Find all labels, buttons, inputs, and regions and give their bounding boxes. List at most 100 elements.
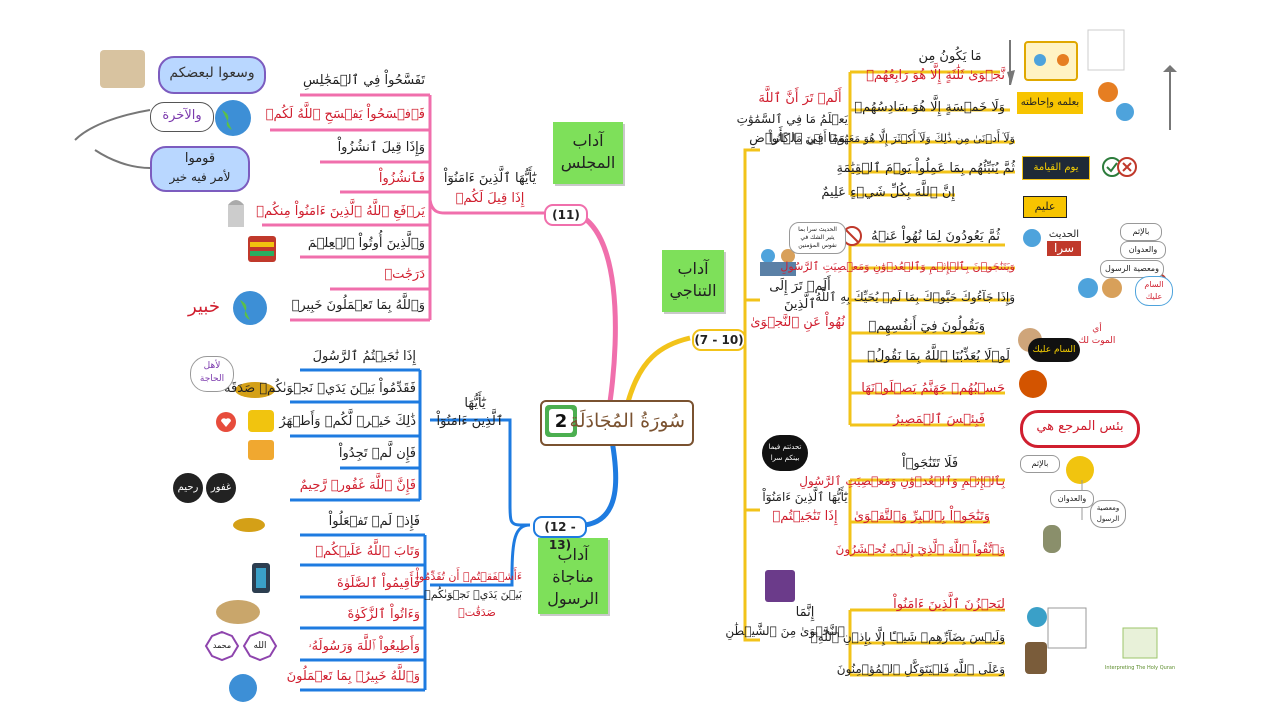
tanaji-g4-trigger-2: ٱلنَّجۡوَىٰ مِنَ ٱلشَّيۡطَٰنِ — [725, 624, 845, 638]
masiya-2-line2: الرسول — [1096, 515, 1120, 523]
g2-leaf-lines — [850, 243, 1015, 427]
hadith-sirr-line3: نفوس المؤمنين — [798, 242, 837, 249]
tanaji-g2-leaf-1: وَيَتَنَٰجَوۡنَ بِٱلۡإِثۡمِ وَٱلۡعُدۡوَٰ… — [780, 260, 1015, 273]
range-tanaji: (7 - 10) — [692, 329, 746, 351]
majlis-trigger-1: يَٰٓأَيُّهَا ٱلَّذِينَ ءَامَنُوٓاْ — [443, 171, 537, 186]
range-rasul: (12 - 13) — [533, 516, 587, 552]
rasul-upper-leaf-0: إِذَا نَٰجَيۡتُمُ ٱلرَّسُولَ — [312, 349, 416, 364]
mawt-tag: أي الموت لك — [1075, 323, 1119, 347]
site-logo-icon — [1122, 627, 1158, 659]
ahl-haja-line1: لأهل — [203, 361, 221, 371]
tanaji-g2-trigger-3: نُهُواْ عَنِ ٱلنَّجۡوَىٰ — [750, 315, 845, 330]
allah-star-icon — [242, 630, 278, 662]
tanaji-g1-leaf-3: ثُمَّ يُنَبِّئُهُم بِمَا عَمِلُواْ يَوۡم… — [836, 161, 1015, 176]
tanaji-upper-stem — [740, 148, 760, 340]
left-arrow-2 — [94, 149, 151, 169]
alaykum-label: عليك — [1145, 292, 1163, 301]
center-number: 2 — [549, 409, 573, 433]
rasul-upper-leaf-2: ذَٰلِكَ خَيۡرٞ لَّكُمۡ وَأَطۡهَرُ — [279, 414, 416, 429]
sad-person-icon — [765, 570, 795, 602]
tanaji-g2-leaf-6: فَبِئۡسَ ٱلۡمَصِيرُ — [893, 412, 985, 427]
ghafoor-badge — [206, 473, 236, 503]
hadith-sirr-line1: الحديث سرا بما — [798, 226, 837, 233]
books-icon — [248, 236, 276, 262]
note-majlis-label: آداب المجلس — [560, 131, 616, 172]
masiya-2-line1: ومعصية — [1096, 504, 1120, 512]
tanaji-g1-leaf-1: وَلَا خَمۡسَةٍ إِلَّا هُوَ سَادِسُهُمۡ — [854, 100, 1005, 115]
bubble-bil-ithm-2: بالإثم — [1020, 455, 1060, 473]
sirr-line2: سرا — [1047, 241, 1081, 256]
rasul-lower-trigger-2: بَيۡنَ يَدَيۡ نَجۡوَىٰكُمۡ — [424, 588, 522, 601]
tanaji-g2-trigger-1: أَلَمۡ تَرَ إِلَى — [769, 279, 831, 294]
majlis-leaf-0: تَفَسَّحُواْ فِي ٱلۡمَجَٰلِسِ — [303, 73, 425, 88]
globe-icon-2 — [233, 291, 267, 325]
people-table-icon — [100, 50, 145, 88]
bubble-assam: السام عليك — [1135, 276, 1173, 306]
money-bags-icon — [216, 600, 260, 624]
bisal-marji-label: بئس المرجع هي — [1036, 419, 1124, 434]
udwan-label: والعدوان — [1128, 245, 1158, 254]
left-arrow-1 — [74, 109, 151, 141]
rasul-upper-trigger-1: يَٰٓأَيُّهَا — [464, 396, 486, 411]
tanaji-g3-trigger-1: يَٰٓأَيُّهَا ٱلَّذِينَ ءَامَنُوٓاْ — [762, 490, 848, 504]
rasul-lower-leaf-4: وَأَطِيعُواْ ٱللَّهَ وَرَسُولَهُۥ — [308, 639, 420, 654]
tanaji-g1-head: مَا يَكُونُ مِن — [918, 49, 982, 64]
tanaji-g2-leaf-4: لَوۡلَا يُعَذِّبُنَا ٱللَّهُ بِمَا نَقُو… — [867, 349, 1010, 364]
tanaji-g1-leaf-0: نَّجۡوَىٰ ثَلَٰثَةٍ إِلَّا هُوَ رَابِعُه… — [866, 68, 1005, 83]
rasul-lower-leaf-0: فَإِذۡ لَمۡ تَفۡعَلُواْ — [328, 514, 420, 529]
tanaji-g3-trigger-2: إِذَا تَنَٰجَيۡتُمۡ — [772, 509, 838, 524]
ghafoor-label: غفور — [210, 482, 232, 493]
tanaji-lower-stem — [743, 338, 760, 642]
eye-icon — [1027, 607, 1047, 627]
bubble-masiya-2: ومعصية الرسول — [1090, 500, 1126, 528]
g1-leaf-lines — [850, 70, 1015, 197]
assam-alaykum-label: السام عليك — [1032, 345, 1076, 355]
bubble-wassi: وسعوا لبعضكم — [158, 56, 266, 94]
majlis-leaf-4: يَرۡفَعِ ٱللَّهُ ٱلَّذِينَ ءَامَنُواْ مِ… — [256, 204, 425, 219]
center-title: سُورَةُ المُجَادَلَة — [569, 410, 685, 432]
rasul-lower-trigger-3: صَدَقَٰتٖ — [458, 606, 496, 619]
tanaji-g2-leaf-3: وَيَقُولُونَ فِيٓ أَنفُسِهِمۡ — [868, 319, 985, 334]
angry-man-icon — [1019, 370, 1047, 398]
crowd-icon — [1098, 82, 1118, 102]
logo-line: Interpreting The Holy Quran — [1104, 665, 1176, 671]
praying-man-icon — [1025, 642, 1047, 674]
note-rasul-label: آداب مناجاة الرسول — [547, 545, 599, 608]
masiya-label: ومعصية الرسول — [1105, 264, 1159, 273]
coins-icon — [235, 382, 275, 398]
majlis-trigger-2: إِذَا قِيلَ لَكُمۡ — [455, 191, 525, 206]
ahl-haja-line2: الحاجة — [199, 374, 225, 384]
rasul-upper-leaf-3: فَإِن لَّمۡ تَجِدُواْ — [338, 446, 416, 461]
tanaji-g1-trigger-2: يَعۡلَمُ مَا فِي ٱلسَّمَٰوَٰتِ — [736, 112, 848, 126]
muhammad-star-label: محمد — [212, 641, 232, 650]
tanaji-g1-trigger-3: وَمَا فِي ٱلۡأَرۡضِ — [749, 131, 845, 146]
mawt-line2: الموت لك — [1078, 336, 1116, 346]
bubble-udwan-2: والعدوان — [1050, 490, 1094, 508]
rasul-upper-trigger-2: ٱلَّذِينَ ءَامَنُوٓاْ — [436, 414, 504, 429]
tanaji-g2-leaf-2: وَإِذَا جَآءُوكَ حَيَّوۡكَ بِمَا لَمۡ يُ… — [815, 290, 1015, 304]
tanaji-main-branch — [625, 335, 691, 403]
muhammad-star-icon — [204, 630, 240, 662]
bil-ithm-2-label: بالإثم — [1031, 459, 1049, 468]
majlis-leaf-5: وَٱلَّذِينَ أُوتُواْ ٱلۡعِلۡمَ — [307, 236, 425, 251]
tanaji-g2-trigger-2: ٱلَّذِينَ — [784, 297, 816, 312]
bubble-qumu-line2: لأمر فيه خير — [169, 170, 231, 184]
allah-star-label: الله — [253, 641, 267, 651]
mosque-icon — [228, 205, 244, 227]
majlis-leaf-3: فَٱنشُزُواْ — [378, 171, 425, 186]
whisper-icon — [1023, 229, 1041, 247]
tanaji-g4-trigger-1: إِنَّمَا — [795, 605, 815, 620]
hand-stop-icon — [1066, 456, 1094, 484]
note-tanaji: آداب التناجي — [662, 250, 724, 312]
tanaji-g2-leaf-0: ثُمَّ يَعُودُونَ لِمَا نُهُواْ عَنۡهُ — [871, 229, 1000, 244]
tahaddithum-line2: بينكم سرا — [770, 454, 800, 462]
bubble-masiya: ومعصية الرسول — [1100, 260, 1164, 278]
tanaji-g2-leaf-5: حَسۡبُهُمۡ جَهَنَّمُ يَصۡلَوۡنَهَا — [861, 381, 1005, 396]
center-number-badge: 2 — [545, 405, 577, 437]
bubble-akhira-label: والآخرة — [162, 108, 202, 123]
tanaji-g3-head: فَلَا تَتَنَٰجَوۡاْ — [901, 456, 959, 471]
tanaji-g4-leaf-1: وَلَيۡسَ بِضَآرِّهِمۡ شَيۡـًٔا إِلَّا بِ… — [810, 630, 1005, 644]
globe-icon-3 — [229, 674, 257, 702]
rasul-lower-leaf-3: وَءَاتُواْ ٱلزَّكَوٰةَ — [347, 607, 420, 622]
